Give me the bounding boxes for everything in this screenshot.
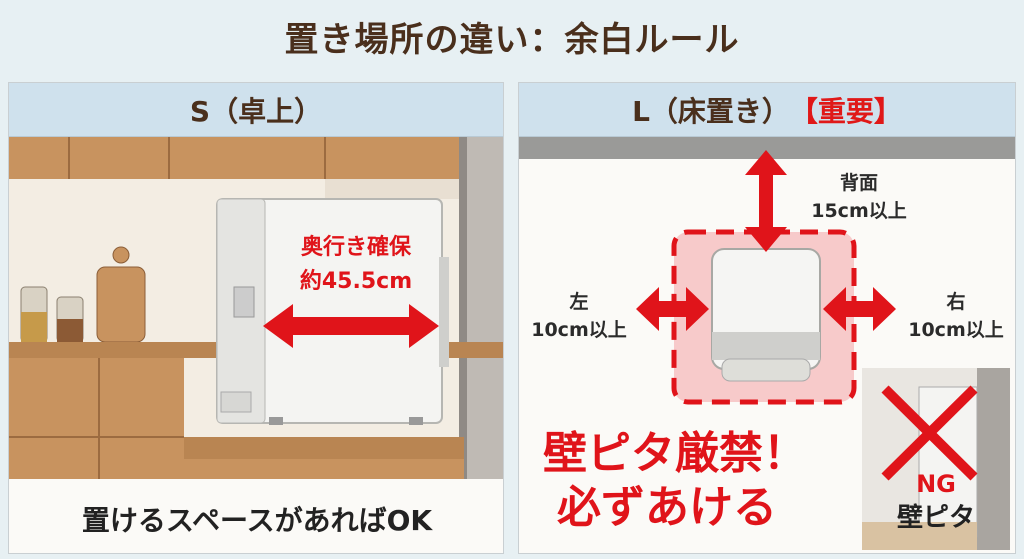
back-arrow <box>745 150 787 252</box>
clearance-diagram <box>519 137 1015 550</box>
tabletop-footer: 置けるスペースがあればOK <box>81 504 433 537</box>
page-title: 置き場所の違い：余白ルール <box>284 19 740 60</box>
right-arrow <box>823 287 896 331</box>
back-value: 15cm以上 <box>811 200 907 222</box>
header-main: L（床置き） <box>632 94 790 128</box>
warning-line2: 必ずあける <box>557 482 777 533</box>
left-clearance-label: 左 10cm以上 <box>519 288 639 344</box>
depth-label-line1: 奥行き確保 <box>300 235 411 260</box>
ng-inset <box>862 368 1010 550</box>
right-clearance-label: 右 10cm以上 <box>895 288 1015 344</box>
ng-caption: 壁ピタ <box>896 503 975 533</box>
panel-header-floor: L（床置き） 【重要】 <box>519 83 1015 137</box>
left-arrow <box>636 287 709 331</box>
left-value: 10cm以上 <box>531 319 627 341</box>
important-badge: 【重要】 <box>789 94 902 128</box>
depth-label: 奥行き確保 約45.5cm <box>271 231 441 299</box>
warning-line1: 壁ピタ厳禁！ <box>543 428 807 479</box>
panel-header-tabletop: S（卓上） <box>9 83 503 137</box>
right-value: 10cm以上 <box>908 319 1004 341</box>
back-clearance-label: 背面 15cm以上 <box>789 169 929 225</box>
back-label: 背面 <box>839 172 878 194</box>
ng-badge: NG <box>916 470 956 498</box>
depth-label-line2: 約45.5cm <box>299 269 413 294</box>
depth-arrow <box>263 304 439 348</box>
right-label: 右 <box>946 291 966 313</box>
panel-floor: L（床置き） 【重要】 背面 15cm以上 左 10cm以上 右 10cm以上 … <box>518 82 1016 554</box>
panel-tabletop: S（卓上） 奥行き確保 約45.5cm 置けるスペースがあればOK <box>8 82 504 554</box>
kitchen-illustration <box>9 137 503 553</box>
left-label: 左 <box>569 291 589 313</box>
